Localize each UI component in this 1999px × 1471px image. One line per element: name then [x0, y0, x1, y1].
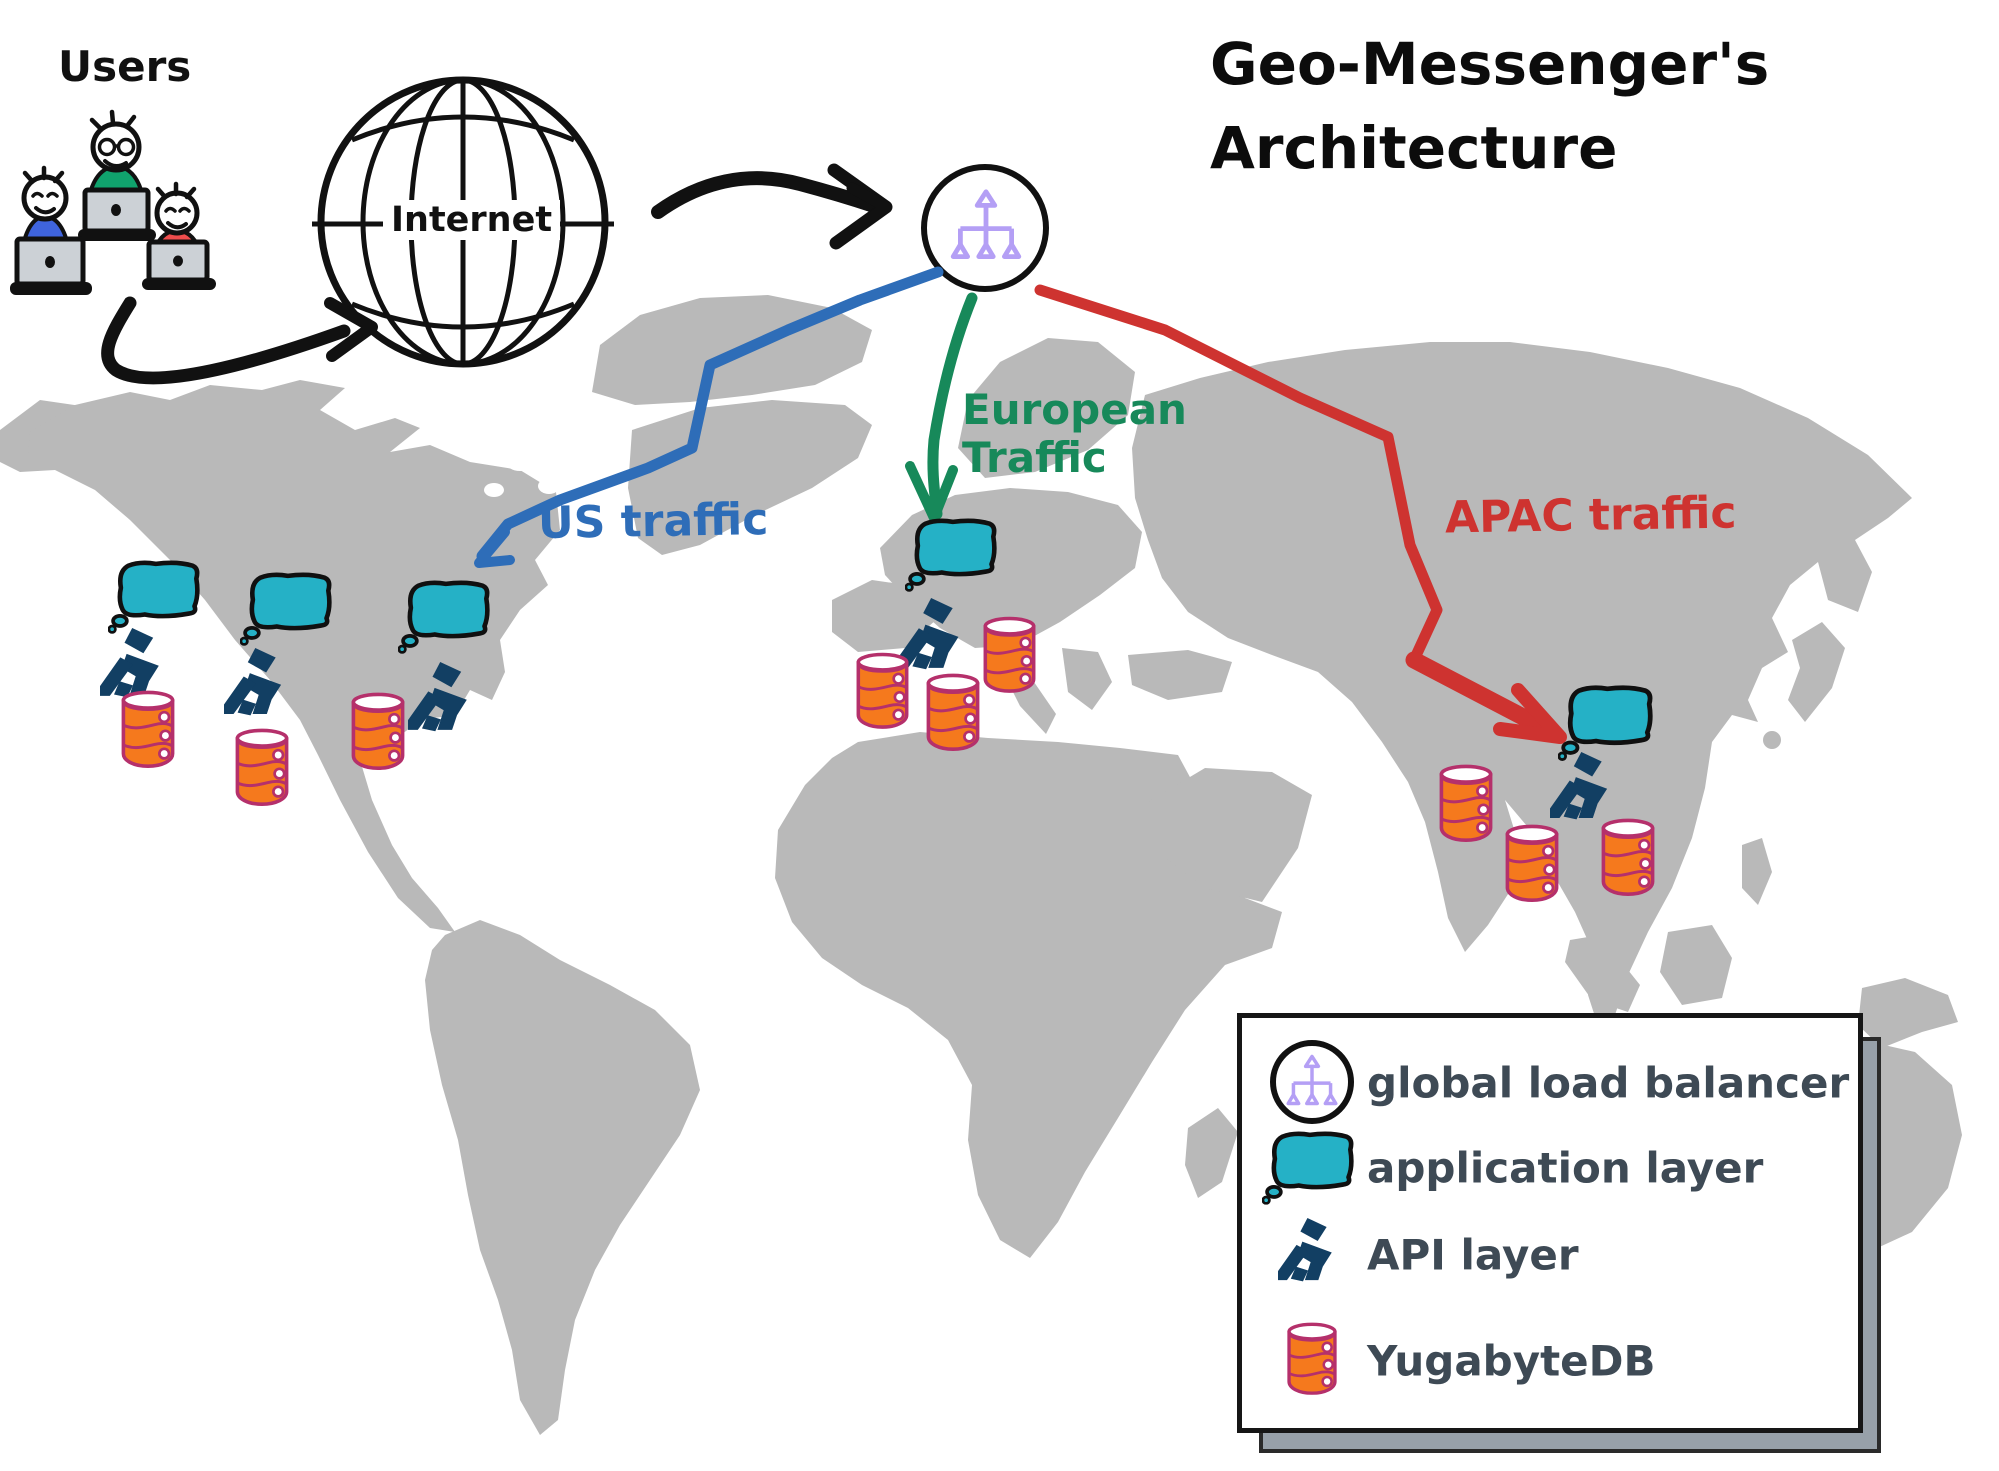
- yugabytedb-icon: [1286, 1322, 1338, 1395]
- yugabytedb-icon: [1439, 764, 1493, 842]
- us-traffic-label: US traffic: [537, 493, 769, 550]
- yugabytedb-icon: [121, 690, 175, 768]
- european-traffic-label: European Traffic: [962, 385, 1187, 483]
- us-cluster-west: [100, 563, 197, 768]
- yugabytedb-icon: [1601, 818, 1655, 896]
- us-traffic-route: [474, 266, 944, 568]
- user-red: [142, 181, 216, 290]
- map-north-america: [28, 380, 560, 932]
- map-arabia: [1148, 768, 1312, 902]
- users-label: Users: [58, 42, 192, 91]
- yugabytedb-icon: [1505, 824, 1559, 902]
- map-sumatra: [1565, 935, 1640, 1012]
- map-africa: [775, 732, 1282, 1258]
- internet-label: Internet: [383, 200, 561, 240]
- api-layer-icon: [1278, 1218, 1332, 1282]
- user-blue: [10, 165, 92, 295]
- map-japan-island: [1763, 731, 1781, 749]
- yugabytedb-icon: [925, 673, 981, 751]
- application-layer-icon: [109, 563, 197, 633]
- legend-label-load-balancer: global load balancer: [1367, 1058, 1850, 1108]
- global-load-balancer-node: [921, 164, 1049, 292]
- apac-traffic-route: [1034, 284, 1567, 744]
- apac-traffic-label: APAC traffic: [1444, 487, 1737, 544]
- map-madagascar: [1185, 1108, 1238, 1198]
- legend: global load balancer application layer A…: [1237, 1013, 1863, 1433]
- title-line-1: Geo-Messenger's: [1210, 30, 1770, 98]
- legend-row-load-balancer: global load balancer: [1242, 1038, 1858, 1128]
- legend-row-application-layer: application layer: [1242, 1123, 1858, 1213]
- map-new-guinea: [1858, 978, 1958, 1048]
- legend-row-yugabytedb: YugabyteDB: [1242, 1316, 1858, 1406]
- arrow-users-to-internet: [101, 296, 378, 385]
- yugabytedb-icon: [350, 692, 406, 770]
- map-philippines: [1742, 838, 1772, 905]
- map-japan: [1788, 622, 1845, 722]
- map-anatolia: [1128, 650, 1232, 700]
- map-great-lakes: [484, 453, 560, 497]
- diagram-title: Geo-Messenger's Architecture: [1210, 22, 1769, 190]
- title-line-2: Architecture: [1210, 114, 1618, 183]
- map-borneo: [1660, 925, 1732, 1005]
- users-group: [10, 109, 216, 295]
- yugabytedb-icon: [855, 652, 910, 729]
- european-traffic-route: [905, 292, 978, 523]
- map-iberia: [832, 580, 938, 652]
- map-balkans: [1062, 648, 1112, 710]
- european-traffic-line-2: Traffic: [962, 433, 1107, 483]
- arrow-internet-to-load-balancer: [651, 163, 893, 250]
- legend-row-api-layer: API layer: [1242, 1210, 1858, 1300]
- map-scandinavia: [958, 338, 1135, 478]
- legend-label-yugabytedb: YugabyteDB: [1367, 1336, 1656, 1386]
- global-load-balancer-icon: [1270, 1040, 1354, 1124]
- api-layer-icon: [100, 628, 159, 698]
- yugabytedb-icon: [235, 728, 290, 806]
- legend-label-api-layer: API layer: [1367, 1230, 1579, 1280]
- application-layer-icon: [1262, 1131, 1354, 1205]
- european-traffic-line-1: European: [962, 385, 1187, 434]
- user-green: [78, 109, 156, 241]
- map-south-america: [425, 920, 700, 1435]
- api-layer-icon: [224, 648, 282, 716]
- yugabytedb-icon: [982, 616, 1037, 693]
- legend-label-application-layer: application layer: [1367, 1143, 1764, 1193]
